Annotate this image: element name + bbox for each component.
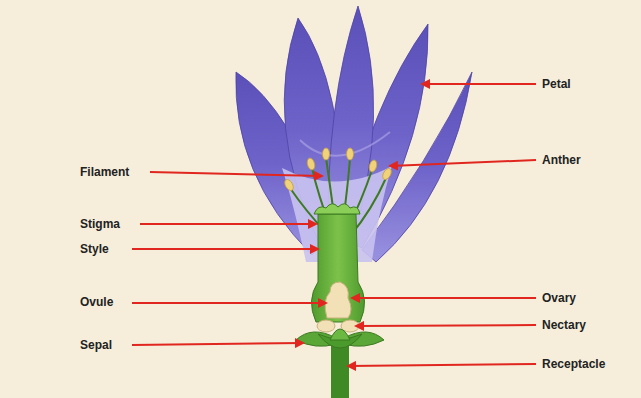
part-label: Petal xyxy=(542,76,571,92)
part-label: Stigma xyxy=(80,216,120,232)
pistil xyxy=(311,204,364,322)
part-label: Anther xyxy=(542,152,581,168)
part-label: Nectary xyxy=(542,317,586,333)
part-label: Filament xyxy=(80,164,129,180)
part-label: Receptacle xyxy=(542,356,605,372)
part-label: Sepal xyxy=(80,337,112,353)
leader-arrows xyxy=(132,84,536,366)
part-label: Style xyxy=(80,241,109,257)
stem xyxy=(331,345,349,398)
part-label: Ovary xyxy=(542,290,576,306)
part-label: Ovule xyxy=(80,294,113,310)
base xyxy=(296,320,384,348)
